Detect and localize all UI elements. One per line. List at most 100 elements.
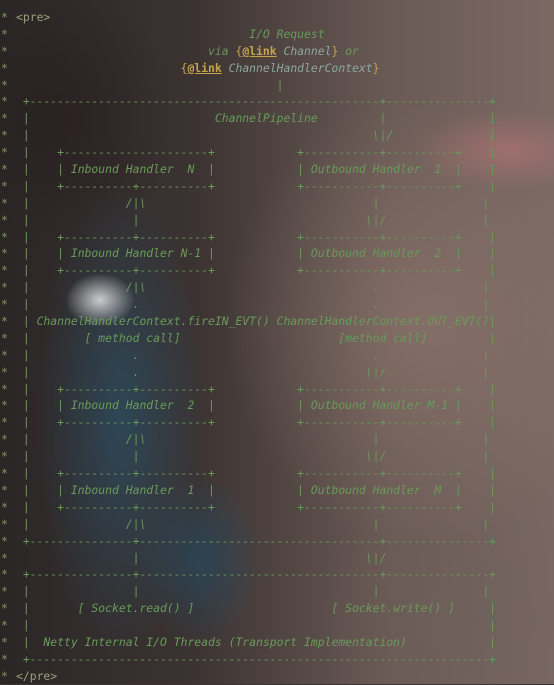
comment-gutter-asterisk: * bbox=[1, 128, 8, 143]
comment-gutter-asterisk: * bbox=[1, 145, 8, 160]
code-line[interactable]: * | | bbox=[0, 617, 554, 634]
comment-gutter-asterisk: * bbox=[1, 651, 8, 666]
code-line[interactable]: * | /|\ | | bbox=[0, 195, 554, 212]
comment-text: +---------------+-----------------------… bbox=[16, 533, 497, 548]
code-line[interactable]: * | | \|/ | bbox=[0, 448, 554, 465]
javadoc-brace: { bbox=[180, 60, 188, 75]
comment-text: | ChannelHandlerContext.fireIN_EVT() Cha… bbox=[16, 314, 497, 329]
comment-text: | . . | bbox=[16, 347, 490, 362]
comment-text: | | bbox=[16, 618, 497, 633]
code-line[interactable]: * | /|\ . | bbox=[0, 279, 554, 296]
comment-text: | /|\ | | bbox=[16, 432, 490, 447]
comment-text: | +----------+----------+ +-----------+-… bbox=[16, 178, 497, 193]
comment-gutter-asterisk: * bbox=[1, 229, 8, 244]
code-line[interactable]: * | [ method call] [method call] | bbox=[0, 330, 554, 347]
comment-gutter-asterisk: * bbox=[1, 195, 8, 210]
code-line[interactable]: *</pre> bbox=[0, 668, 554, 685]
code-line[interactable]: * | [ Socket.read() ] [ Socket.write() ]… bbox=[0, 600, 554, 617]
javadoc-link-target: ChannelHandlerContext bbox=[221, 60, 373, 75]
comment-text: | +----------+----------+ +-----------+-… bbox=[16, 229, 497, 244]
comment-gutter-asterisk: * bbox=[1, 499, 8, 514]
comment-text bbox=[16, 61, 181, 75]
code-line[interactable]: * | \|/ bbox=[0, 550, 554, 567]
comment-gutter-asterisk: * bbox=[1, 634, 8, 649]
comment-gutter-asterisk: * bbox=[1, 60, 8, 75]
code-line[interactable]: * | \|/ | bbox=[0, 127, 554, 144]
code-line[interactable]: * | | Inbound Handler 1 | | Outbound Han… bbox=[0, 482, 554, 499]
comment-text: | | Inbound Handler N-1 | | Outbound Han… bbox=[16, 246, 497, 261]
javadoc-brace: } bbox=[372, 60, 380, 75]
code-line[interactable]: *<pre> bbox=[0, 9, 554, 26]
code-line[interactable]: * | . \|/ | bbox=[0, 364, 554, 381]
code-line[interactable]: * | +---------------------+ +-----------… bbox=[0, 144, 554, 161]
comment-gutter-asterisk: * bbox=[1, 668, 8, 683]
comment-gutter-asterisk: * bbox=[1, 43, 8, 58]
code-line[interactable]: * I/O Request bbox=[0, 26, 554, 43]
code-line[interactable]: * | +----------+----------+ +-----------… bbox=[0, 381, 554, 398]
code-line[interactable]: * | Netty Internal I/O Threads (Transpor… bbox=[0, 634, 554, 651]
code-line[interactable]: * via {@link Channel} or bbox=[0, 43, 554, 60]
html-pre-tag: <pre> bbox=[16, 10, 51, 24]
comment-text: via bbox=[16, 43, 236, 58]
comment-gutter-asterisk: * bbox=[1, 567, 8, 582]
code-line[interactable]: * | ChannelHandlerContext.fireIN_EVT() C… bbox=[0, 313, 554, 330]
comment-gutter-asterisk: * bbox=[1, 280, 8, 295]
code-line[interactable]: * | +----------+----------+ +-----------… bbox=[0, 499, 554, 516]
comment-gutter-asterisk: * bbox=[1, 584, 8, 599]
code-line[interactable]: * | +----------+----------+ +-----------… bbox=[0, 262, 554, 279]
comment-gutter-asterisk: * bbox=[1, 263, 8, 278]
comment-gutter-asterisk: * bbox=[1, 178, 8, 193]
comment-text: +---------------------------------------… bbox=[16, 94, 497, 109]
comment-text: I/O Request bbox=[16, 26, 325, 41]
comment-text: | | Inbound Handler N | | Outbound Handl… bbox=[16, 162, 497, 177]
code-line[interactable]: * +-------------------------------------… bbox=[0, 651, 554, 668]
code-line[interactable]: * | +----------+----------+ +-----------… bbox=[0, 465, 554, 482]
code-line[interactable]: * | bbox=[0, 77, 554, 94]
comment-text: | [ Socket.read() ] [ Socket.write() ] | bbox=[16, 601, 497, 616]
comment-gutter-asterisk: * bbox=[1, 246, 8, 261]
code-line[interactable]: * {@link ChannelHandlerContext} bbox=[0, 60, 554, 77]
code-line[interactable]: * | | Inbound Handler N-1 | | Outbound H… bbox=[0, 245, 554, 262]
comment-gutter-asterisk: * bbox=[1, 162, 8, 177]
code-line[interactable]: * | | Inbound Handler 2 | | Outbound Han… bbox=[0, 397, 554, 414]
code-line[interactable]: * | /|\ | | bbox=[0, 431, 554, 448]
comment-text: | +----------+----------+ +-----------+-… bbox=[16, 466, 497, 481]
comment-gutter-asterisk: * bbox=[1, 601, 8, 616]
code-line[interactable]: * | +----------+----------+ +-----------… bbox=[0, 414, 554, 431]
comment-text: | /|\ . | bbox=[16, 280, 490, 295]
comment-text: | +----------+----------+ +-----------+-… bbox=[16, 381, 497, 396]
comment-text: +---------------+-----------------------… bbox=[16, 567, 497, 582]
code-line[interactable]: * | ChannelPipeline | | bbox=[0, 110, 554, 127]
code-line[interactable]: * +---------------+---------------------… bbox=[0, 533, 554, 550]
comment-gutter-asterisk: * bbox=[1, 466, 8, 481]
code-line[interactable]: * | +----------+----------+ +-----------… bbox=[0, 229, 554, 246]
comment-gutter-asterisk: * bbox=[1, 449, 8, 464]
code-line[interactable]: * +---------------+---------------------… bbox=[0, 566, 554, 583]
comment-text: or bbox=[338, 43, 359, 58]
comment-gutter-asterisk: * bbox=[1, 364, 8, 379]
code-line[interactable]: * | | | | bbox=[0, 583, 554, 600]
comment-gutter-asterisk: * bbox=[1, 533, 8, 548]
comment-gutter-asterisk: * bbox=[1, 432, 8, 447]
code-line[interactable]: * | . . | bbox=[0, 347, 554, 364]
comment-gutter-asterisk: * bbox=[1, 26, 8, 41]
code-editor[interactable]: *<pre>* I/O Request* via {@link Channel}… bbox=[0, 9, 554, 685]
javadoc-link-tag: @link bbox=[187, 60, 222, 75]
code-line[interactable]: * | | \|/ | bbox=[0, 212, 554, 229]
comment-text: | \|/ bbox=[16, 550, 387, 565]
comment-gutter-asterisk: * bbox=[1, 415, 8, 430]
comment-text: +---------------------------------------… bbox=[16, 651, 497, 666]
code-line[interactable]: * +-------------------------------------… bbox=[0, 93, 554, 110]
comment-text: | | | | bbox=[16, 584, 490, 599]
comment-gutter-asterisk: * bbox=[1, 482, 8, 497]
code-line[interactable]: * | /|\ | | bbox=[0, 516, 554, 533]
comment-gutter-asterisk: * bbox=[1, 330, 8, 345]
comment-gutter-asterisk: * bbox=[1, 212, 8, 227]
code-line[interactable]: * | | Inbound Handler N | | Outbound Han… bbox=[0, 161, 554, 178]
code-line[interactable]: * | . . | bbox=[0, 296, 554, 313]
comment-gutter-asterisk: * bbox=[1, 618, 8, 633]
comment-gutter-asterisk: * bbox=[1, 297, 8, 312]
javadoc-link-tag: @link bbox=[242, 43, 277, 58]
comment-gutter-asterisk: * bbox=[1, 550, 8, 565]
code-line[interactable]: * | +----------+----------+ +-----------… bbox=[0, 178, 554, 195]
